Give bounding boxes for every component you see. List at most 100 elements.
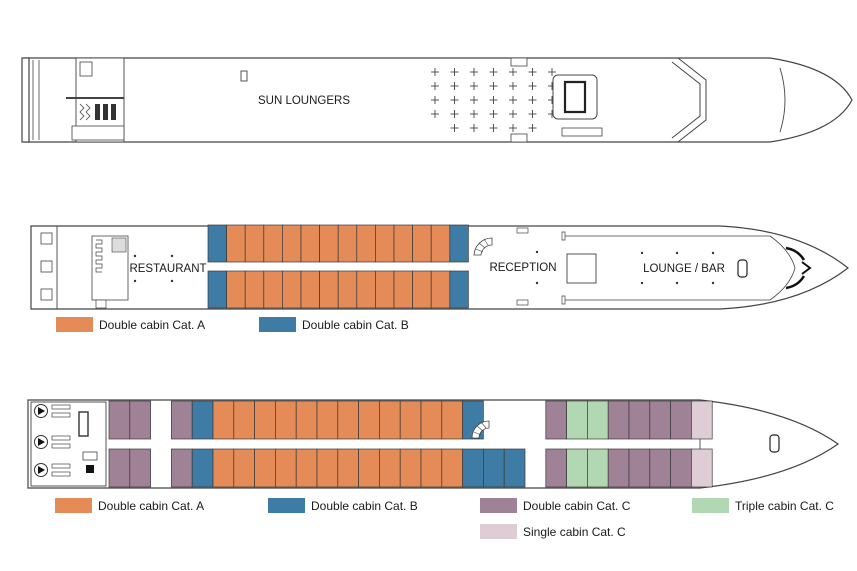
lower-deck-bottom-cabin <box>545 448 567 488</box>
lower-deck-bottom-cabin <box>129 448 151 488</box>
engine-part <box>51 435 71 441</box>
lower-deck-bottom-cabin <box>649 448 671 488</box>
lower-deck-top-cabin <box>420 400 443 440</box>
lower-deck-bottom-cabin <box>254 448 276 488</box>
engine-part <box>51 412 71 418</box>
lounge-outline <box>561 231 566 305</box>
lower-deck-top-cabin <box>358 400 380 440</box>
legend-swatch <box>692 498 729 513</box>
lower-deck-bottom-cabin <box>607 448 630 488</box>
legend-label: Triple cabin Cat. C <box>735 498 834 513</box>
lower-deck-bottom-cabin <box>691 448 713 488</box>
lounge-pillars <box>535 250 715 285</box>
legend-lower-cat-c: Double cabin Cat. C <box>480 498 630 513</box>
main-deck-bottom-cabin <box>393 270 413 309</box>
lower-deck-top-cabin <box>295 400 318 440</box>
legend-swatch <box>480 524 517 539</box>
legend-label: Double cabin Cat. A <box>99 317 206 332</box>
main-deck-top-cabin <box>263 224 283 263</box>
lower-deck-top-cabin <box>191 400 214 440</box>
lower-deck-bottom-cabin <box>587 448 609 488</box>
lower-deck-bottom-cabin <box>275 448 297 488</box>
legend-main-cat-b: Double cabin Cat. B <box>259 317 409 332</box>
main-deck-top-cabin <box>226 224 246 263</box>
main-deck-bottom-cabin <box>263 270 283 309</box>
main-deck-bottom-cabin <box>337 270 358 309</box>
main-deck-bottom-cabin <box>282 270 302 309</box>
legend-swatch <box>480 498 517 513</box>
engine-part <box>51 471 71 477</box>
engine-part <box>51 404 71 410</box>
legend-label: Double cabin Cat. B <box>311 498 418 513</box>
sun-deck-grate-bottom <box>510 133 528 143</box>
lower-deck-top-cabin <box>129 400 151 440</box>
lounge-bar-label: LOUNGE / BAR <box>643 263 725 275</box>
lower-deck-bottom-cabin <box>566 448 588 488</box>
engine-arrow-icon <box>38 438 45 446</box>
legend-label: Single cabin Cat. C <box>523 524 626 539</box>
main-deck-bottom-cabin <box>375 270 395 309</box>
main-deck-bottom-cabin <box>226 270 246 309</box>
main-deck-top-cabin <box>430 224 451 263</box>
lower-deck-bottom-cabin <box>399 448 422 488</box>
lower-deck-top-cabin <box>691 400 713 440</box>
lower-deck-bottom-cabin <box>670 448 692 488</box>
main-deck-bottom-cabin <box>412 270 432 309</box>
restaurant-label: RESTAURANT <box>129 263 206 275</box>
main-deck-top-cabin <box>207 224 227 263</box>
engine-part <box>51 463 71 469</box>
engine-arrow-icon <box>38 407 45 415</box>
lower-deck-top-cabin <box>254 400 276 440</box>
sun-deck: SUN LOUNGERS <box>21 57 853 143</box>
legend-lower-triple-c: Triple cabin Cat. C <box>692 498 834 513</box>
lower-deck-bottom-cabin <box>233 448 255 488</box>
lower-deck-top-cabin <box>628 400 651 440</box>
sun-deck-grate-top <box>510 57 528 67</box>
legend-lower-cat-b: Double cabin Cat. B <box>268 498 418 513</box>
lower-deck-bottom-cabin <box>171 448 193 488</box>
lower-deck-top-cabin <box>233 400 255 440</box>
lower-deck-top-cabin <box>379 400 401 440</box>
engine-part <box>51 443 71 449</box>
lower-deck-bottom-cabin <box>316 448 339 488</box>
main-deck-top-cabin <box>337 224 358 263</box>
lower-deck-bottom-cabin <box>441 448 463 488</box>
lower-deck-top-cabin <box>670 400 692 440</box>
lower-deck-bottom-cabin <box>379 448 401 488</box>
main-deck-top-cabin <box>375 224 395 263</box>
lower-deck-bottom-cabin <box>503 448 526 488</box>
lower-deck-top-cabin <box>545 400 567 440</box>
lower-deck-bottom-cabin <box>337 448 359 488</box>
main-deck-bottom-cabin <box>300 270 320 309</box>
lower-deck-bottom-cabin <box>358 448 380 488</box>
lower-deck-top-cabin <box>337 400 359 440</box>
lower-deck-top-cabin <box>316 400 339 440</box>
legend-swatch <box>268 498 305 513</box>
lounge-bar-counter <box>566 253 597 284</box>
sun-deck-stern-rail <box>21 57 30 143</box>
lower-deck-bottom-cabin <box>295 448 318 488</box>
main-deck: RESTAURANT RECEPTION LOUNGE / BAR <box>30 224 849 310</box>
engine-arrow-icon <box>38 466 45 474</box>
legend-lower-single-c: Single cabin Cat. C <box>480 524 626 539</box>
bow-seating <box>785 246 806 290</box>
lower-deck <box>27 399 840 489</box>
sun-loungers-grid <box>431 68 556 132</box>
lower-deck-cabins <box>108 400 713 488</box>
main-deck-top-cabin <box>356 224 376 263</box>
legend-label: Double cabin Cat. B <box>302 317 409 332</box>
restaurant-pillars <box>133 254 174 283</box>
legend-swatch <box>55 498 92 513</box>
main-deck-top-cabin <box>244 224 265 263</box>
lower-deck-top-cabin <box>649 400 671 440</box>
main-deck-top-cabin <box>319 224 339 263</box>
lower-deck-top-cabin <box>607 400 630 440</box>
legend-swatch <box>56 317 93 332</box>
main-deck-bottom-cabin <box>430 270 451 309</box>
lower-deck-bottom-cabin <box>212 448 235 488</box>
legend-lower-cat-a: Double cabin Cat. A <box>55 498 204 513</box>
sun-loungers-label: SUN LOUNGERS <box>258 95 350 107</box>
sun-deck-small-hatch <box>240 70 248 82</box>
main-deck-top-cabin <box>393 224 413 263</box>
sun-deck-funnel <box>95 104 100 120</box>
